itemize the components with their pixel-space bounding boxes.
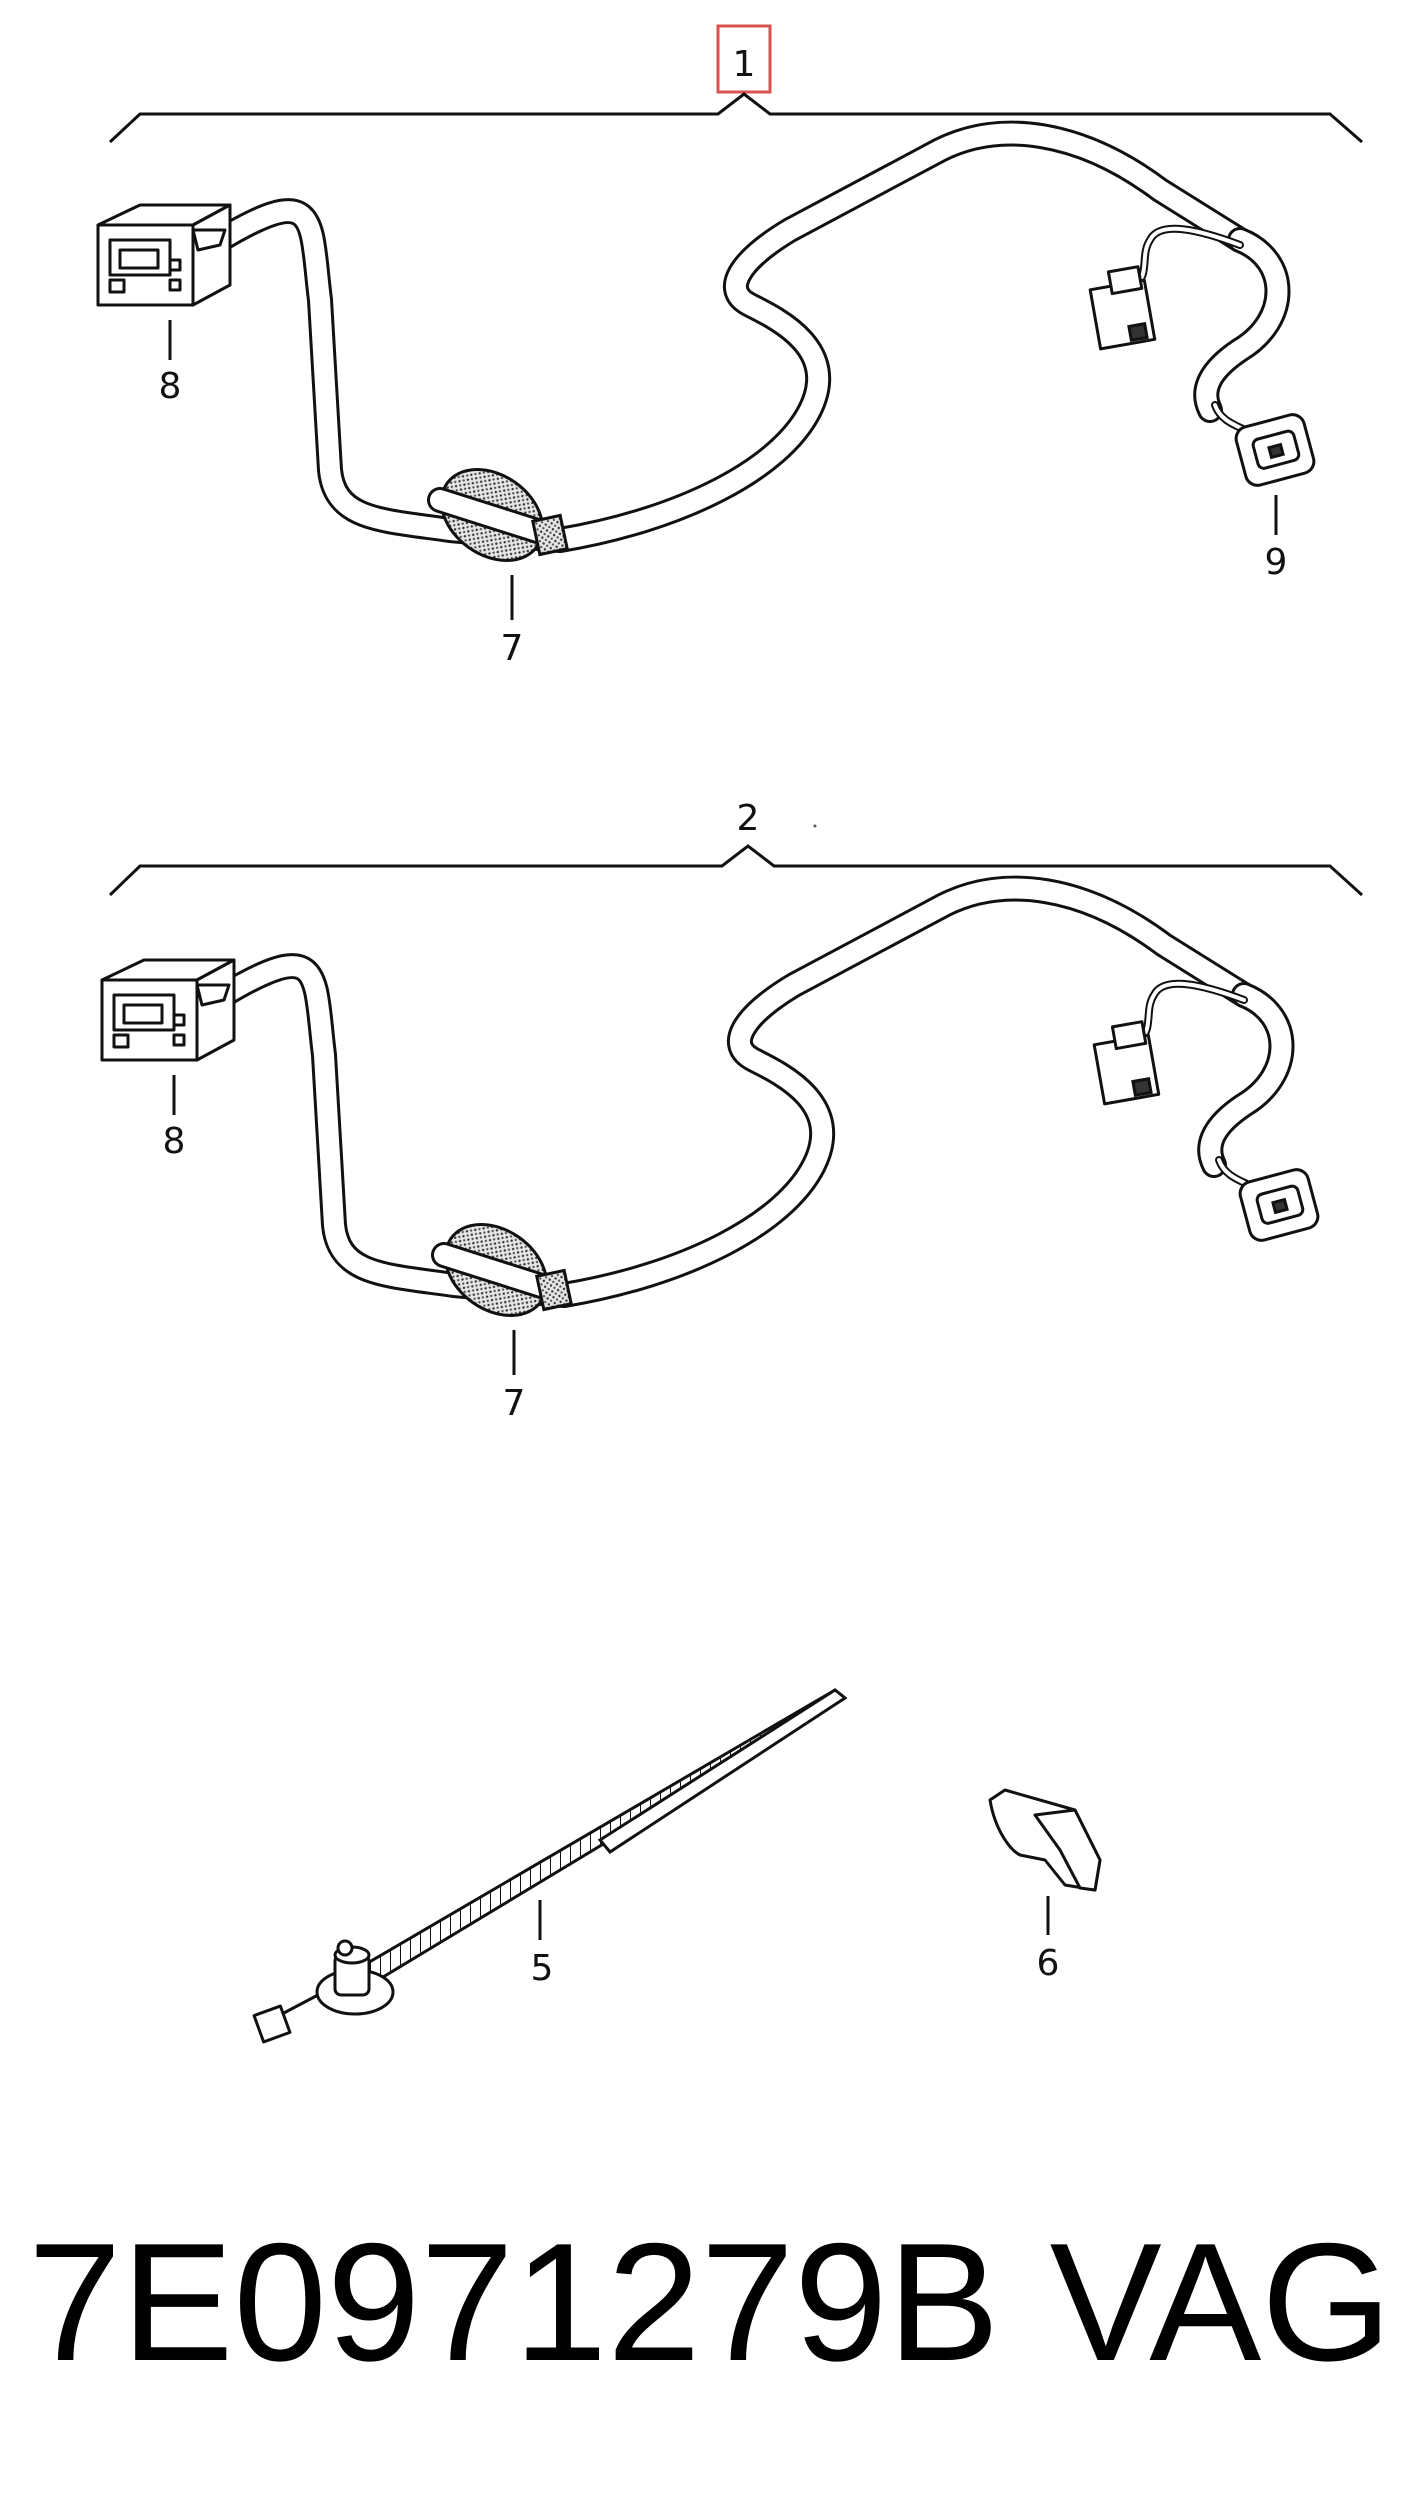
part-number: 7E0971279B	[28, 2208, 1000, 2396]
assembly-1-bracket	[108, 92, 1363, 144]
item-8-label-2[interactable]: 8	[163, 1121, 186, 1162]
cable-tie: 5	[252, 1688, 848, 2044]
item-6-label[interactable]: 6	[1037, 1943, 1060, 1984]
item-1-highlight-box	[716, 24, 772, 94]
item-2-label[interactable]: 2	[737, 798, 760, 839]
item-7-label-2[interactable]: 7	[503, 1383, 526, 1424]
wire-clip: 6	[988, 1788, 1102, 1984]
speck	[813, 824, 817, 828]
harness-2-drawing	[102, 889, 1321, 1335]
brand-name: VAG	[1050, 2208, 1392, 2396]
harness-1-drawing	[98, 134, 1317, 580]
item-5-label[interactable]: 5	[531, 1948, 554, 1989]
harness-assembly-2: 2 8 7	[102, 798, 1364, 1424]
item-7-label[interactable]: 7	[501, 628, 524, 669]
harness-assembly-1: 1 8 7 9	[98, 24, 1363, 669]
assembly-2-bracket	[108, 844, 1364, 897]
item-1-label[interactable]: 1	[733, 44, 756, 85]
item-9-label[interactable]: 9	[1265, 542, 1288, 583]
item-8-label[interactable]: 8	[159, 366, 182, 407]
